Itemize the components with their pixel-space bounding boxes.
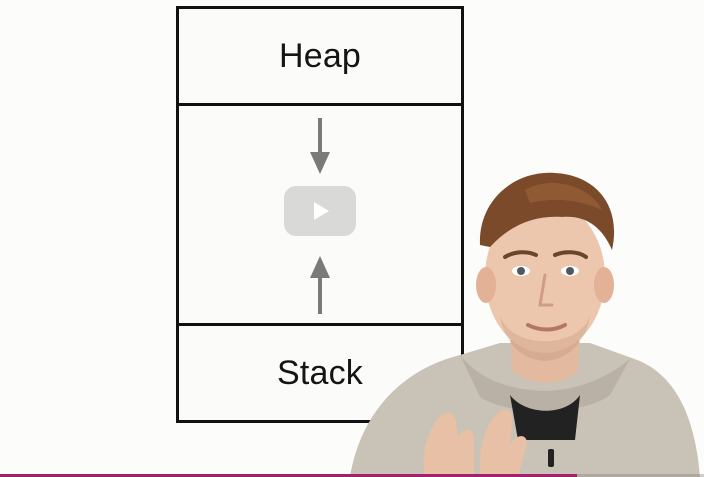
heap-label: Heap [278, 36, 362, 75]
heap-region: Heap [179, 9, 461, 106]
play-icon [314, 202, 329, 220]
arrow-down-icon [310, 118, 330, 174]
presenter-image [350, 172, 700, 477]
free-memory-region [179, 106, 461, 326]
memory-diagram: Heap Stack [176, 6, 464, 423]
arrow-up-icon [310, 256, 330, 314]
stack-region: Stack [179, 326, 461, 420]
progress-bar[interactable] [0, 474, 704, 477]
play-button[interactable] [284, 186, 356, 236]
progress-fill [0, 474, 578, 477]
stack-label: Stack [276, 353, 364, 392]
